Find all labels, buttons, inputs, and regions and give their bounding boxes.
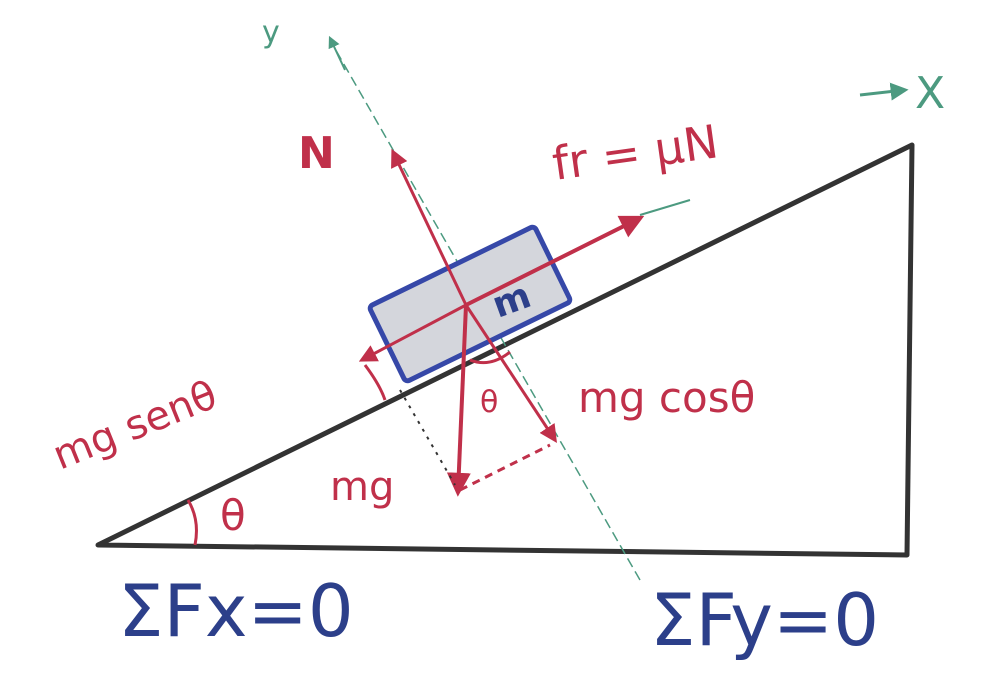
label-axis-y: y bbox=[262, 15, 280, 50]
label-weight-perp: mg cosθ bbox=[578, 373, 755, 422]
x-axis-line bbox=[639, 199, 691, 216]
label-sum-fx: ΣFx=0 bbox=[118, 569, 354, 653]
theta-arc-block bbox=[469, 350, 511, 365]
normal-force-arrow bbox=[391, 148, 468, 306]
projection-dash-2 bbox=[399, 389, 456, 486]
weight-arrow bbox=[446, 304, 471, 497]
label-weight-parallel: mg senθ bbox=[47, 372, 224, 479]
projection-dash-1 bbox=[459, 443, 551, 492]
mg-sen-hook bbox=[363, 364, 387, 401]
x-axis-arrow bbox=[859, 82, 909, 101]
y-axis-line bbox=[329, 39, 641, 581]
friction-force-arrow bbox=[465, 215, 645, 307]
label-axis-x: X bbox=[915, 68, 945, 119]
label-theta-block: θ bbox=[480, 385, 498, 420]
label-friction: fr = μN bbox=[549, 114, 721, 191]
mg-cos-arrow bbox=[464, 304, 557, 444]
mg-sen-arrow bbox=[358, 303, 467, 362]
label-weight: mg bbox=[330, 464, 394, 510]
y-axis-arrow bbox=[328, 35, 346, 71]
theta-arc-incline bbox=[186, 499, 198, 546]
label-theta-incline: θ bbox=[220, 491, 246, 540]
label-sum-fy: ΣFy=0 bbox=[650, 578, 879, 662]
label-normal: N bbox=[298, 128, 335, 179]
